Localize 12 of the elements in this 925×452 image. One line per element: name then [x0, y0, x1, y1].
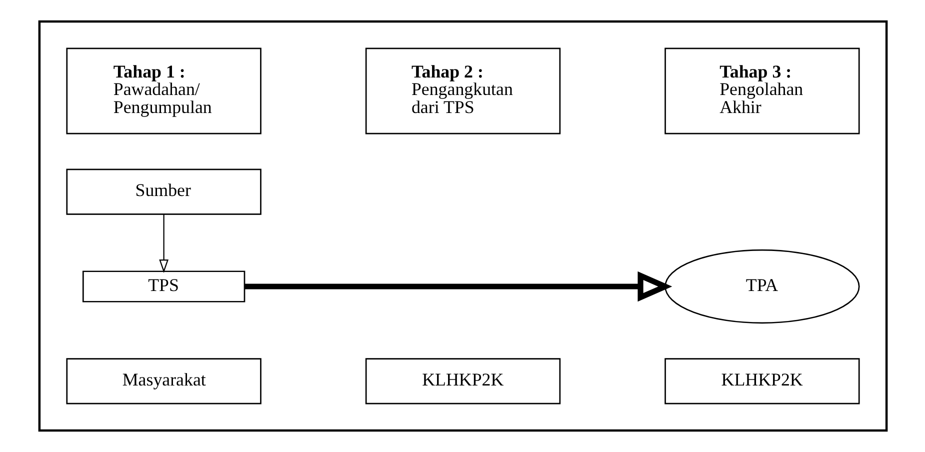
node-box: Tahap 1 : Pawadahan/ Pengumpulan [66, 48, 261, 134]
node-box: Sumber [66, 168, 261, 215]
node-box: KLHKP2K [364, 358, 560, 404]
node-box: KLHKP2K [664, 358, 860, 404]
node-box: Masyarakat [66, 358, 261, 404]
node-box: TPS [82, 270, 245, 302]
node-box: Tahap 2 : Pengangkutan dari TPS [364, 48, 560, 134]
cluster [38, 20, 888, 432]
arrow [244, 271, 672, 302]
node-ellipse: TPA [664, 249, 860, 324]
arrow [158, 214, 168, 273]
node-box: Tahap 3 : Pengolahan Akhir [664, 48, 860, 134]
